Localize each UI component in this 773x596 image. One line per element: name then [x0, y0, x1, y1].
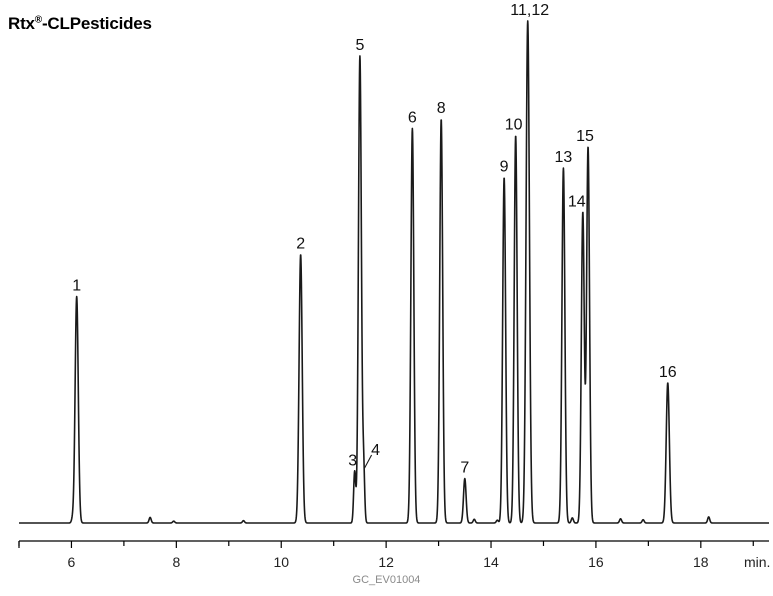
peak-label-2: 2 — [296, 235, 305, 252]
figure-code: GC_EV01004 — [352, 574, 421, 586]
chromatogram-trace — [18, 20, 770, 524]
peak-label-9: 9 — [500, 158, 509, 175]
peak-label-6: 6 — [408, 109, 417, 126]
peak-labels: 1 2 34 5 6 7 8 9 10 11,12 13 14 15 16 — [72, 2, 677, 477]
peak-label-10: 10 — [505, 116, 523, 133]
peak-label-15: 15 — [576, 128, 594, 145]
peak-label-7: 7 — [460, 460, 469, 477]
x-tick-label: 8 — [172, 554, 180, 570]
peak-label-5: 5 — [355, 37, 364, 54]
peak-label-14: 14 — [568, 193, 586, 210]
peak-label-8: 8 — [437, 100, 446, 117]
peak-label-3: 3 — [348, 453, 357, 470]
trace — [18, 20, 770, 524]
peak-label-4: 4 — [371, 442, 380, 459]
x-tick-label: 16 — [588, 554, 604, 570]
x-tick-label: 12 — [378, 554, 394, 570]
peak-label-11-12: 11,12 — [510, 2, 549, 19]
x-tick-label: 18 — [693, 554, 709, 570]
x-tick-label: 6 — [68, 554, 76, 570]
x-tick-label: 14 — [483, 554, 499, 570]
x-tick-label: 10 — [273, 554, 289, 570]
peak-label-16: 16 — [659, 364, 677, 381]
peak-4-leader-line — [364, 454, 373, 469]
x-axis-unit-label: min. — [744, 554, 770, 570]
peak-label-1: 1 — [72, 278, 81, 295]
chart-title: Rtx®-CLPesticides — [8, 14, 152, 33]
x-ticks: 6 8 10 12 14 16 18 — [18, 541, 754, 570]
peak-label-13: 13 — [555, 149, 573, 166]
